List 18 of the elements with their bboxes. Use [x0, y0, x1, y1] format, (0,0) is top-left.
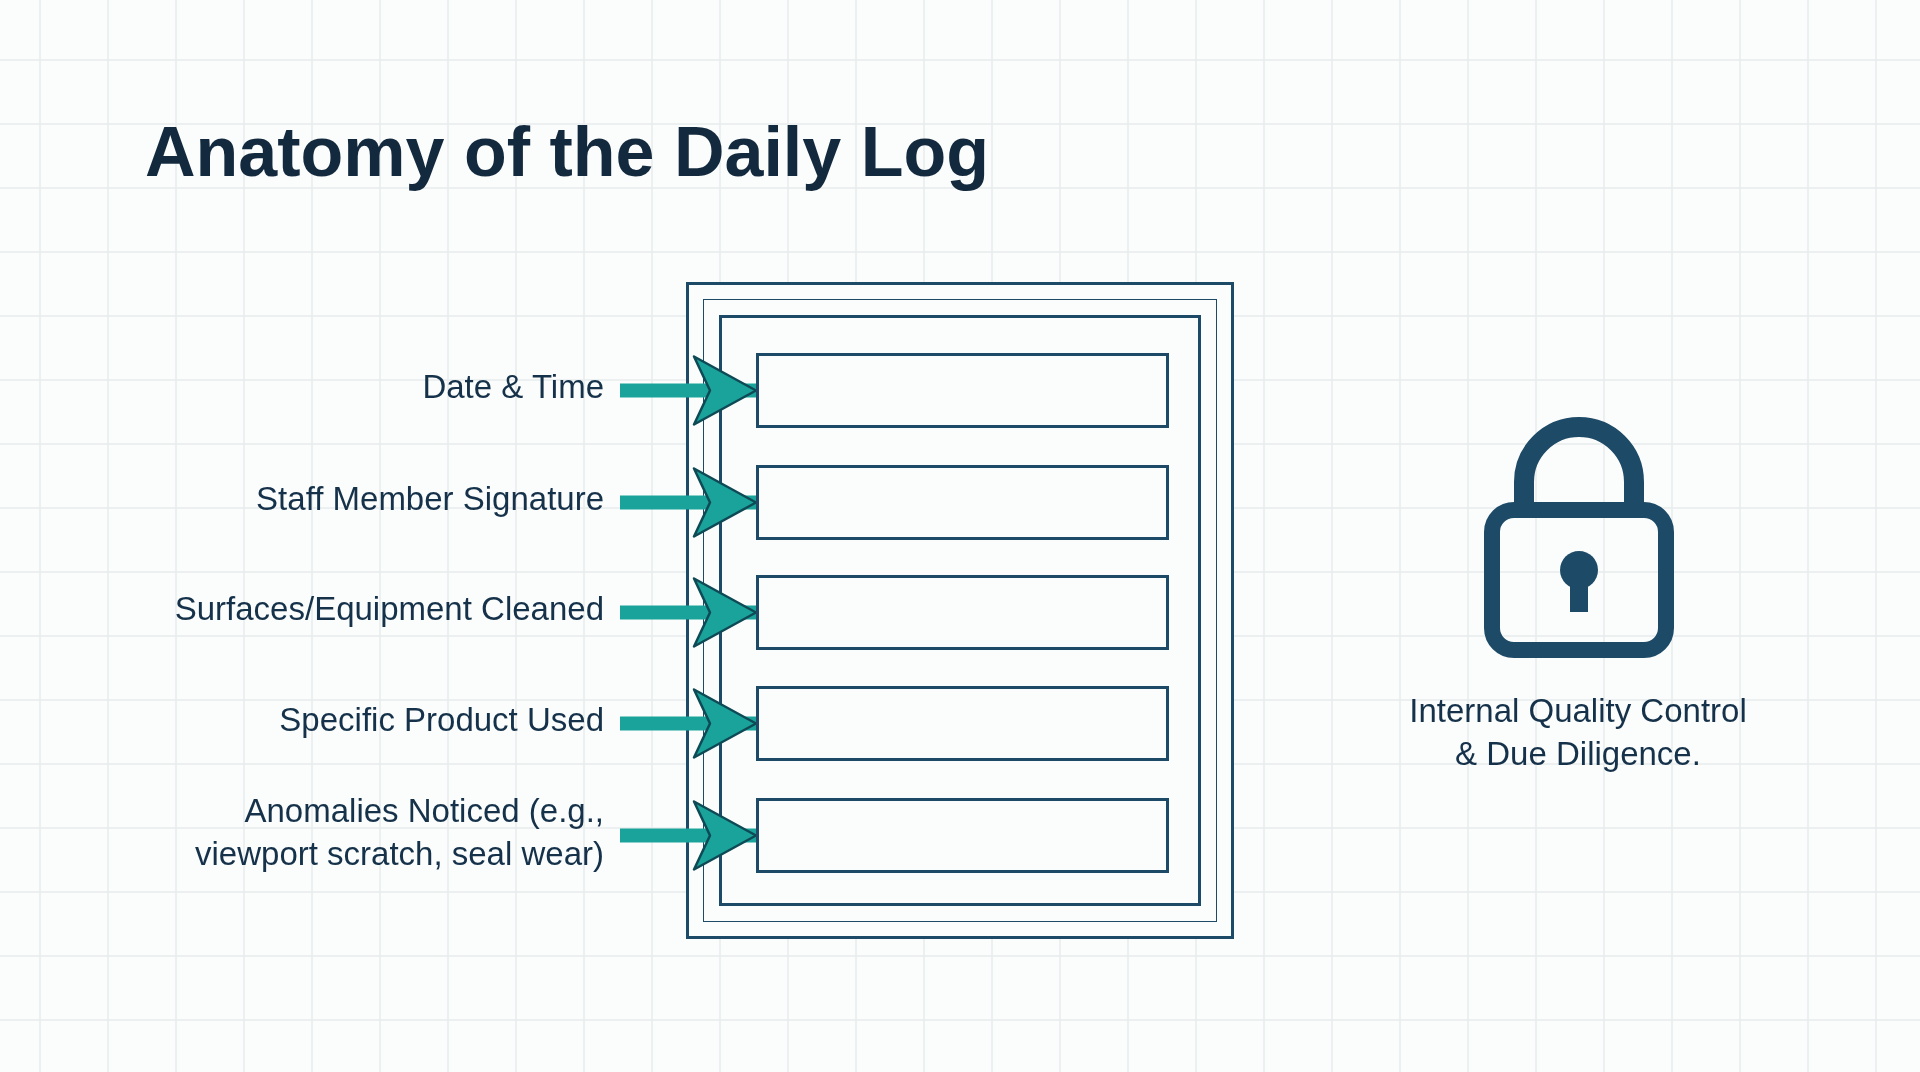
input-field [756, 575, 1169, 650]
field-label: Staff Member Signature [256, 479, 604, 520]
caption-text: Internal Quality Control & Due Diligence. [1408, 691, 1748, 774]
field-label: Specific Product Used [279, 700, 604, 741]
arrow [620, 467, 758, 538]
arrow [620, 800, 758, 871]
field-label: Date & Time [422, 367, 604, 408]
input-field [756, 465, 1169, 540]
arrow [620, 355, 758, 426]
title: Anatomy of the Daily Log [145, 112, 989, 192]
log-form [686, 282, 1234, 939]
input-field [756, 353, 1169, 428]
arrow [620, 688, 758, 759]
field-label: Anomalies Noticed (e.g., viewport scratch, seal wear) [194, 790, 604, 874]
field-label: Surfaces/Equipment Cleaned [174, 589, 604, 630]
input-field [756, 686, 1169, 761]
arrow [620, 577, 758, 648]
input-field [756, 798, 1169, 873]
